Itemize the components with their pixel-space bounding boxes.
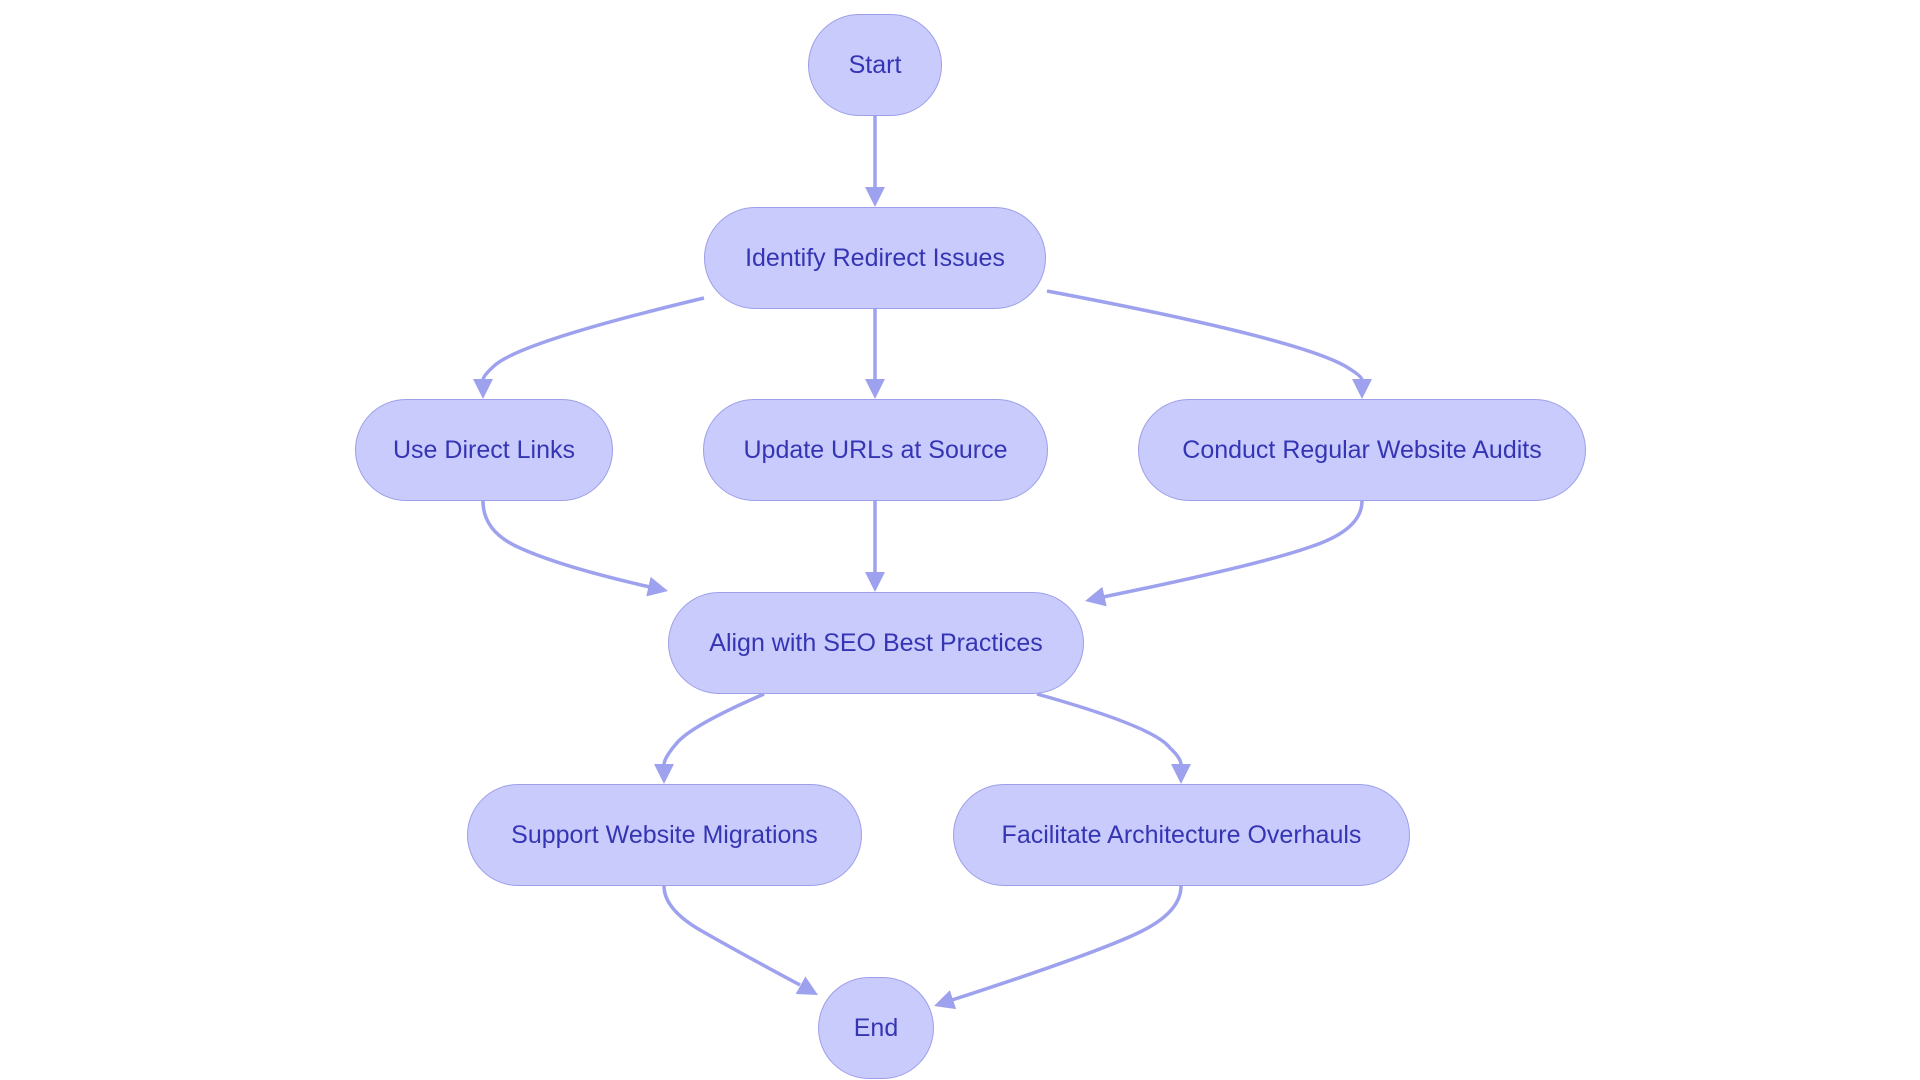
node-end: End [818, 977, 934, 1079]
arrowhead-identify-to-audits [1352, 379, 1372, 399]
edge-migrations-to-end [662, 885, 801, 987]
arrowhead-align_seo-to-architecture [1171, 764, 1191, 784]
node-conduct-regular-website-audits: Conduct Regular Website Audits [1138, 399, 1586, 501]
arrowhead-identify-to-update_urls [865, 379, 885, 399]
node-use-direct-links: Use Direct Links [355, 399, 613, 501]
arrowhead-align_seo-to-migrations [654, 764, 674, 784]
arrowhead-direct_links-to-align_seo [646, 576, 668, 597]
arrowhead-start-to-identify [865, 187, 885, 207]
node-identify-redirect-issues: Identify Redirect Issues [704, 207, 1046, 309]
edge-align_seo-to-architecture [1036, 692, 1183, 766]
edge-identify-to-direct_links [481, 296, 705, 381]
edge-identify-to-audits [1046, 289, 1364, 381]
arrowhead-update_urls-to-align_seo [865, 572, 885, 592]
node-align-with-seo-best-practices: Align with SEO Best Practices [668, 592, 1084, 694]
arrowhead-architecture-to-end [934, 990, 957, 1010]
edge-audits-to-align_seo [1102, 500, 1364, 599]
arrowhead-audits-to-align_seo [1085, 586, 1107, 607]
arrowhead-migrations-to-end [795, 976, 818, 995]
node-facilitate-architecture-overhauls: Facilitate Architecture Overhauls [953, 784, 1410, 886]
node-support-website-migrations: Support Website Migrations [467, 784, 862, 886]
node-update-urls-at-source: Update URLs at Source [703, 399, 1048, 501]
edge-direct_links-to-align_seo [481, 500, 651, 589]
arrowhead-identify-to-direct_links [473, 379, 493, 399]
node-start: Start [808, 14, 942, 116]
edge-architecture-to-end [951, 885, 1183, 1002]
edge-align_seo-to-migrations [662, 692, 765, 766]
